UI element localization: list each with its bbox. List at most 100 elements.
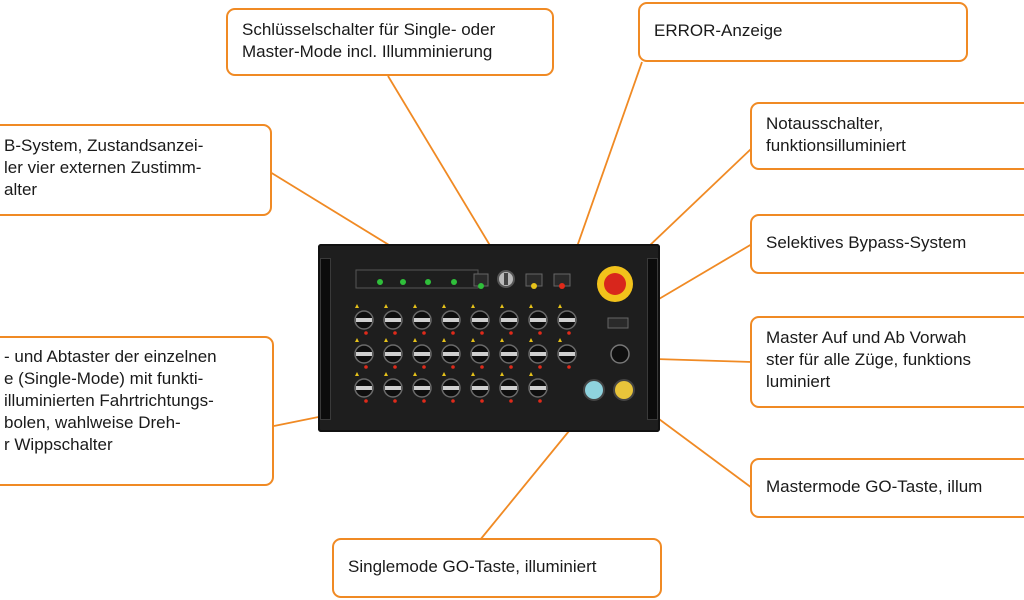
callout-line: Master-Mode incl. Illumminierung [242, 42, 493, 61]
rotary-switch-grip [501, 352, 517, 356]
callout-error: ERROR-Anzeige [638, 2, 968, 62]
up-arrow-icon [442, 372, 446, 376]
direction-led [422, 399, 426, 403]
direction-led [567, 331, 571, 335]
status-led [400, 279, 406, 285]
emergency-stop-button [604, 273, 626, 295]
key-switch-slot [504, 273, 508, 285]
direction-led [364, 331, 368, 335]
direction-led [538, 331, 542, 335]
callout-line: Mastermode GO-Taste, illum [766, 477, 983, 496]
callout-master-up-down: Master Auf und Ab Vorwah ster für alle Z… [750, 316, 1024, 408]
callout-emergency-stop: Notausschalter, funktionsilluminiert [750, 102, 1024, 170]
callout-line: luminiert [766, 372, 831, 391]
rotary-switch-grip [472, 386, 488, 390]
up-arrow-icon [500, 304, 504, 308]
direction-led [509, 365, 513, 369]
error-led [559, 283, 565, 289]
up-arrow-icon [413, 372, 417, 376]
rotary-switch-grip [443, 386, 459, 390]
callout-line: bolen, wahlweise Dreh- [4, 413, 181, 432]
callout-line: Master Auf und Ab Vorwah [766, 328, 967, 347]
rotary-switch-grip [501, 318, 517, 322]
direction-led [393, 399, 397, 403]
up-arrow-icon [558, 304, 562, 308]
direction-led [422, 365, 426, 369]
rotary-switch-grip [356, 386, 372, 390]
up-arrow-icon [471, 304, 475, 308]
callout-line: funktionsilluminiert [766, 136, 906, 155]
status-led [451, 279, 457, 285]
up-arrow-icon [529, 338, 533, 342]
callout-key-switch: Schlüsselschalter für Single- oder Maste… [226, 8, 554, 76]
up-arrow-icon [384, 372, 388, 376]
rotary-switch-grip [356, 318, 372, 322]
rotary-switch-grip [530, 352, 546, 356]
rotary-switch-grip [472, 318, 488, 322]
rotary-switch-grip [530, 318, 546, 322]
rotary-switch-grip [559, 318, 575, 322]
direction-led [538, 399, 542, 403]
master-go-button [613, 379, 635, 401]
callout-line: - und Abtaster der einzelnen [4, 347, 217, 366]
callout-single-switches: - und Abtaster der einzelnen e (Single-M… [0, 336, 274, 486]
callout-single-go: Singlemode GO-Taste, illuminiert [332, 538, 662, 598]
callout-line: Schlüsselschalter für Single- oder [242, 20, 496, 39]
callout-line: Singlemode GO-Taste, illuminiert [348, 557, 597, 576]
ab-status-frame [355, 269, 479, 289]
up-arrow-icon [442, 304, 446, 308]
leader-key-switch [387, 75, 507, 273]
direction-led [451, 399, 455, 403]
callout-line: illuminierten Fahrtrichtungs- [4, 391, 214, 410]
single-go-button [583, 379, 605, 401]
rotary-switch-grip [443, 318, 459, 322]
status-led [377, 279, 383, 285]
callout-line: Notausschalter, [766, 114, 884, 133]
rotary-switch-grip [559, 352, 575, 356]
leader-error [565, 61, 643, 279]
callout-ab-system: B-System, Zustandsanzei- ler vier extern… [0, 124, 272, 216]
up-arrow-icon [471, 372, 475, 376]
up-arrow-icon [529, 304, 533, 308]
rotary-switch-grip [501, 386, 517, 390]
up-arrow-icon [355, 372, 359, 376]
up-arrow-icon [384, 338, 388, 342]
up-arrow-icon [558, 338, 562, 342]
callout-line: ster für alle Züge, funktions [766, 350, 972, 369]
direction-led [480, 365, 484, 369]
direction-led [451, 331, 455, 335]
direction-led [393, 331, 397, 335]
callout-bypass: Selektives Bypass-System [750, 214, 1024, 274]
rotary-switch-grip [414, 318, 430, 322]
up-arrow-icon [500, 372, 504, 376]
callout-line: ERROR-Anzeige [654, 21, 783, 40]
direction-led [364, 399, 368, 403]
up-arrow-icon [413, 304, 417, 308]
direction-led [364, 365, 368, 369]
up-arrow-icon [471, 338, 475, 342]
callout-line: alter [4, 180, 38, 199]
up-arrow-icon [384, 304, 388, 308]
rotary-switch-grip [356, 352, 372, 356]
callout-line: Selektives Bypass-System [766, 233, 967, 252]
direction-led [480, 331, 484, 335]
up-arrow-icon [355, 338, 359, 342]
status-led [425, 279, 431, 285]
direction-led [480, 399, 484, 403]
bypass-switch-plate [607, 317, 629, 329]
up-arrow-icon [413, 338, 417, 342]
callout-master-go: Mastermode GO-Taste, illum [750, 458, 1024, 518]
callout-line: e (Single-Mode) mit funkti- [4, 369, 204, 388]
up-arrow-icon [529, 372, 533, 376]
callout-line: r Wippschalter [4, 435, 113, 454]
up-arrow-icon [442, 338, 446, 342]
up-arrow-icon [355, 304, 359, 308]
mode-led [478, 283, 484, 289]
callout-line: B-System, Zustandsanzei- [4, 136, 204, 155]
direction-led [422, 331, 426, 335]
rotary-switch-grip [472, 352, 488, 356]
panel-right-rail [647, 258, 658, 420]
callout-line: ler vier externen Zustimm- [4, 158, 202, 177]
direction-led [567, 365, 571, 369]
up-arrow-icon [500, 338, 504, 342]
